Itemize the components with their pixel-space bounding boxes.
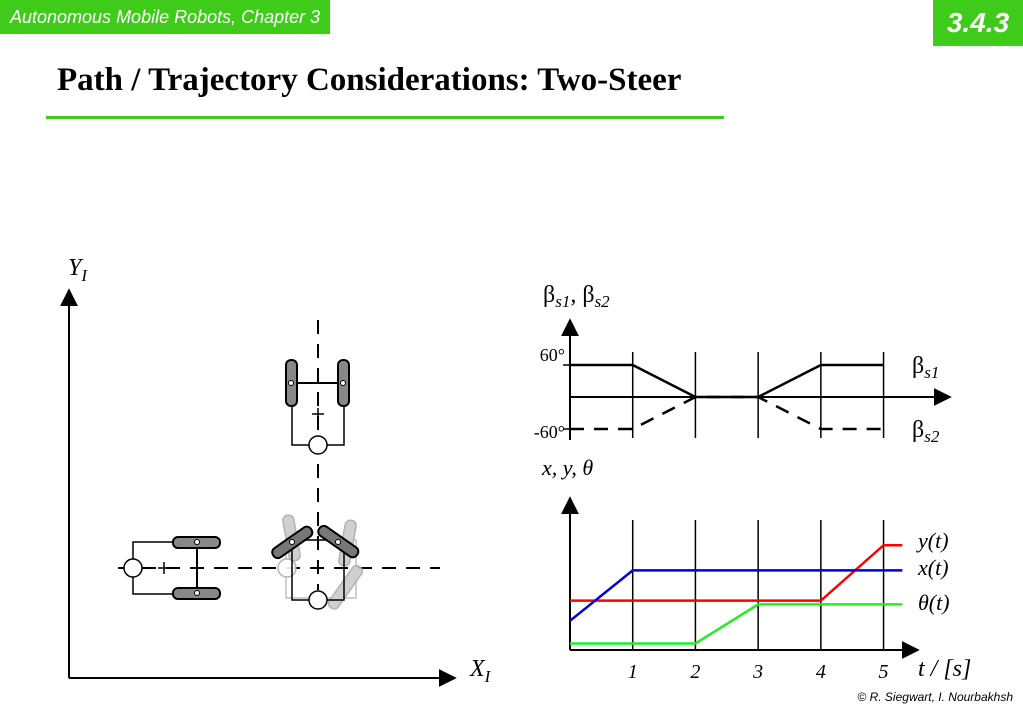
pose-legend-label: θ(t)	[918, 590, 950, 615]
caster-wheel	[308, 590, 328, 610]
tick-label-60: 60°	[540, 345, 565, 365]
robot-pose-left	[123, 536, 221, 600]
robot-pose-top	[285, 359, 350, 455]
x-tick-label: 4	[816, 661, 826, 683]
beta-series-2	[570, 395, 884, 431]
robot-diagram: YI XI	[60, 255, 492, 687]
title-underline	[46, 116, 724, 119]
section-number: 3.4.3	[933, 0, 1023, 46]
robot-pose-center	[271, 524, 360, 610]
x-tick-label: 1	[628, 661, 638, 683]
copyright-credit: © R. Siegwart, I. Nourbakhsh	[857, 690, 1013, 704]
pose-legend-label: y(t)	[916, 528, 949, 553]
pose-x-label: t / [s]	[918, 656, 971, 682]
beta-legend-label: βs1	[912, 353, 939, 382]
pose-chart: x, y, θ t / [s] 1 2 3 4 5 y(t)x(t) θ(t)	[541, 455, 971, 683]
tick-label-minus-60: -60°	[534, 422, 565, 442]
y-axis-label: YI	[68, 255, 88, 285]
x-axis-label: XI	[469, 656, 492, 686]
x-tick-label: 2	[690, 661, 700, 683]
pose-chart-ylabel: x, y, θ	[541, 455, 593, 480]
caster-wheel	[308, 435, 328, 455]
beta-series-1	[570, 363, 884, 399]
beta-legend-label: βs2	[912, 417, 940, 446]
steering-angle-chart: βs1,βs2 60° -60° βs1 βs2	[534, 282, 952, 446]
pose-series-2	[569, 569, 903, 622]
chapter-tag: Autonomous Mobile Robots, Chapter 3	[0, 0, 331, 34]
beta-chart-ylabel: βs1,βs2	[543, 282, 610, 311]
pose-legend-label: x(t)	[917, 555, 949, 580]
page-title: Path / Trajectory Considerations: Two-St…	[57, 62, 682, 98]
pose-series-1	[570, 543, 903, 602]
x-tick-label: 3	[752, 661, 763, 683]
caster-wheel	[123, 558, 143, 578]
pose-series-3	[570, 603, 903, 645]
x-tick-label: 5	[879, 661, 889, 683]
